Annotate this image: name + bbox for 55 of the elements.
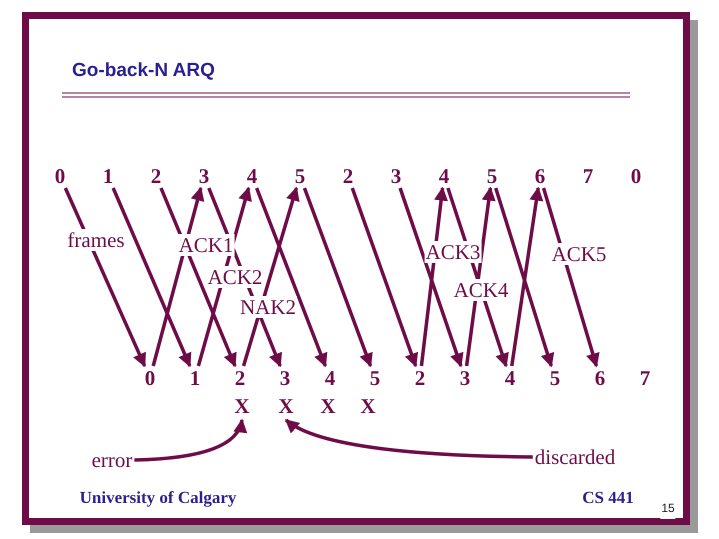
sequence-number: 6 xyxy=(534,165,546,187)
frame-arrow xyxy=(494,187,554,368)
slide-title: Go-back-N ARQ xyxy=(72,60,215,82)
ack-arrow xyxy=(152,186,204,366)
edge-label: ACK3 xyxy=(424,241,482,263)
sequence-number: 4 xyxy=(246,165,258,187)
ack-arrow xyxy=(242,186,300,366)
frame-arrow xyxy=(159,187,237,368)
frame-arrow xyxy=(398,187,464,368)
frame-arrow xyxy=(255,187,328,368)
sequence-number: 2 xyxy=(234,367,246,389)
edge-label: ACK5 xyxy=(550,243,608,265)
frame-arrow xyxy=(542,188,600,368)
frame-arrow xyxy=(64,187,146,368)
leader-arrow xyxy=(134,418,246,462)
frame-arrow xyxy=(112,187,192,368)
error-mark: X xyxy=(234,395,250,417)
frame-arrow xyxy=(302,187,373,368)
sequence-number: 3 xyxy=(460,367,470,389)
sequence-number: 1 xyxy=(190,367,200,389)
leader-arrow xyxy=(284,418,533,459)
ack-arrow xyxy=(510,186,544,366)
sequence-number: 5 xyxy=(294,165,306,187)
edge-label: ACK1 xyxy=(178,234,234,256)
sequence-number: 3 xyxy=(198,165,210,187)
edge-label: NAK2 xyxy=(239,296,297,318)
sequence-number: 2 xyxy=(150,165,162,187)
sequence-number: 4 xyxy=(324,367,336,389)
error-mark: X xyxy=(320,395,336,417)
sequence-number: 7 xyxy=(582,165,594,187)
sequence-number: 2 xyxy=(414,367,426,389)
sequence-number: 0 xyxy=(54,165,66,187)
annotation-text: frames xyxy=(66,229,126,251)
error-mark: X xyxy=(360,395,376,417)
sequence-number: 2 xyxy=(342,165,354,187)
frame-arrow xyxy=(350,187,418,368)
sequence-number: 5 xyxy=(550,367,560,389)
edge-label: ACK2 xyxy=(206,266,264,288)
sequence-number: 0 xyxy=(630,165,642,187)
sequence-number: 7 xyxy=(640,367,650,389)
sequence-number: 5 xyxy=(370,367,380,389)
sequence-number: 0 xyxy=(144,367,156,389)
note-text: error xyxy=(92,449,132,471)
sequence-number: 3 xyxy=(390,165,402,187)
edge-label: ACK4 xyxy=(452,279,510,301)
sequence-number: 5 xyxy=(486,165,498,187)
error-mark: X xyxy=(278,395,294,417)
sequence-number: 6 xyxy=(594,367,606,389)
ack-arrow xyxy=(464,186,496,366)
sequence-number: 3 xyxy=(280,367,290,389)
sequence-number: 4 xyxy=(438,165,450,187)
note-text: discarded xyxy=(534,446,616,468)
sequence-number: 1 xyxy=(102,165,114,187)
sequence-number: 4 xyxy=(504,367,516,389)
ack-arrow xyxy=(420,186,448,366)
